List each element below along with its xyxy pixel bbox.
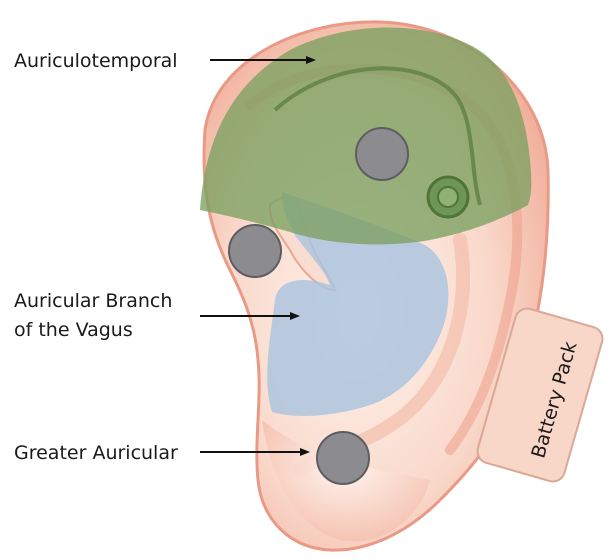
electrode-auriculotemporal [356,128,408,180]
electrode-tragus [229,225,281,277]
label-vagus-line2: of the Vagus [14,319,133,341]
label-auriculotemporal: Auriculotemporal [14,50,178,72]
label-vagus-line1: Auricular Branch [14,290,172,312]
ring-electrode-inner [438,187,458,207]
label-greater-auricular: Greater Auricular [14,442,178,464]
electrode-greater-auricular [317,432,369,484]
